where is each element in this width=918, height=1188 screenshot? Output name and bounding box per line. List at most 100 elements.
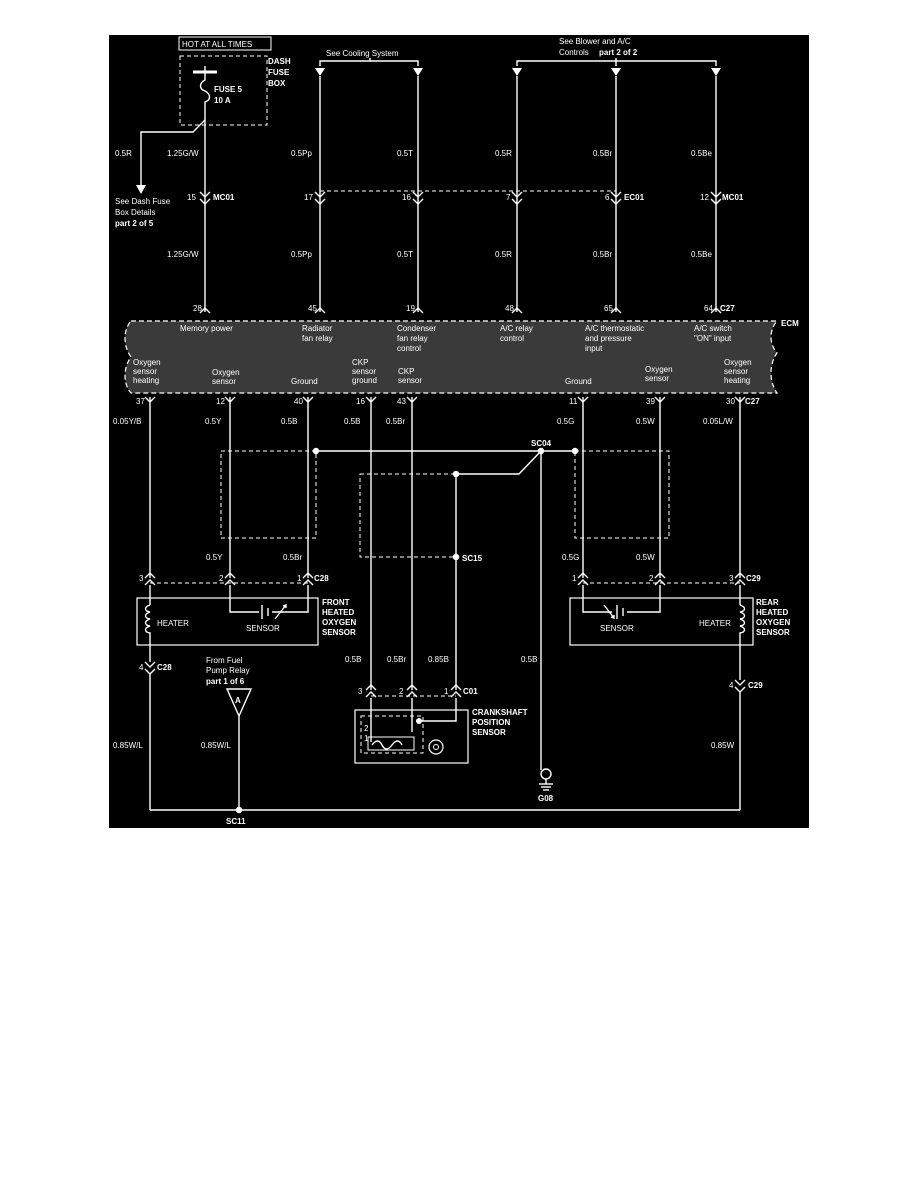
connector-ec01: EC01 <box>624 193 645 202</box>
label-condenser-control: control <box>397 344 421 353</box>
label-and-pressure: and pressure <box>585 334 632 343</box>
blower-reference-2: Controls <box>559 48 589 57</box>
label-o2-rear-1: Oxygen <box>645 365 673 374</box>
rear-title-3: OXYGEN <box>756 618 790 627</box>
label-ac-relay: A/C relay <box>500 324 533 333</box>
connector-c28-bottom: C28 <box>157 663 172 672</box>
c01-pin-2: 2 <box>399 687 404 696</box>
color-rear-sensor-g: 0.5G <box>562 553 579 562</box>
fuse-branch-color: 0.5R <box>115 149 132 158</box>
mid-pin-6: 6 <box>605 193 610 202</box>
rear-sensor-body <box>569 597 754 646</box>
ecm-pin-48: 48 <box>505 304 514 313</box>
dash-details-part: part 2 of 5 <box>115 219 154 228</box>
bottom-wires <box>149 674 741 811</box>
color-o2-rear: 0.5W <box>636 417 655 426</box>
relay-reference-2: Pump Relay <box>206 666 250 675</box>
ecm-pin-11: 11 <box>569 397 578 406</box>
blower-reference-1: See Blower and A/C <box>559 37 631 46</box>
front-title-3: OXYGEN <box>322 618 356 627</box>
mid-connector-icons <box>314 191 722 205</box>
label-memory-power: Memory power <box>180 324 233 333</box>
color-right-return: 0.85W <box>711 741 735 750</box>
ckp-color-085b: 0.85B <box>428 655 449 664</box>
relay-reference-letter: A <box>235 696 241 705</box>
c29-pin-2: 2 <box>649 574 654 583</box>
label-ckp-ground-2: sensor <box>352 367 376 376</box>
c28-c29-pin-icons <box>144 572 746 586</box>
label-o2-heating-front-3: heating <box>133 376 159 385</box>
c28-pin-2: 2 <box>219 574 224 583</box>
label-ac-relay-control: control <box>500 334 524 343</box>
lower-color-be: 0.5Be <box>691 250 712 259</box>
splice-dot-sc15 <box>452 553 460 561</box>
label-condenser: Condenser <box>397 324 436 333</box>
color-heating-front: 0.05Y/B <box>113 417 141 426</box>
label-on-input: "ON" input <box>694 334 732 343</box>
mid-pin-7: 7 <box>506 193 511 202</box>
ecm-connector-c27-bottom: C27 <box>745 397 760 406</box>
color-rear-sensor-w: 0.5W <box>636 553 655 562</box>
upper-wire-labels: 0.5Pp 0.5T 0.5R 0.5Br 0.5Be 17 16 7 6 12… <box>291 149 744 259</box>
ckp-title-3: SENSOR <box>472 728 506 737</box>
label-o2-heating-rear-1: Oxygen <box>724 358 752 367</box>
ecm-pin-39: 39 <box>646 397 655 406</box>
blower-reference-part: part 2 of 2 <box>599 48 638 57</box>
splice-sc11: SC11 <box>226 817 246 826</box>
splice-dot-shield <box>452 470 460 478</box>
ecm-top-pins: 28 45 19 48 65 64 C27 <box>193 304 735 314</box>
upper-color-pp: 0.5Pp <box>291 149 312 158</box>
connector-mc01-left-icon <box>199 191 211 205</box>
hot-at-all-times-label: HOT AT ALL TIMES <box>182 40 252 49</box>
front-heated-oxygen-sensor: HEATER SENSOR FRONT HEATED OXYGEN SENSOR <box>136 585 356 662</box>
ecm-pin-65: 65 <box>604 304 613 313</box>
dash-fuse-box: HOT AT ALL TIMES FUSE 5 10 A DASH FUSE B… <box>178 36 291 126</box>
ecm-pin-30: 30 <box>726 397 735 406</box>
ckp-title-2: POSITION <box>472 718 510 727</box>
fuse-label: FUSE <box>268 68 290 77</box>
branch-arrow-icon <box>136 185 146 194</box>
mid-pin-17: 17 <box>304 193 313 202</box>
label-o2-heating-front-1: Oxygen <box>133 358 161 367</box>
connector-mc01-left: MC01 <box>213 193 235 202</box>
ckp-color-b: 0.5B <box>345 655 361 664</box>
dash-label: DASH <box>268 57 291 66</box>
fuse-symbol <box>199 72 211 114</box>
label-radiator: Radiator <box>302 324 333 333</box>
ckp-magnet-icon <box>428 739 444 755</box>
splice-dot-sc11 <box>235 806 243 814</box>
color-o2-front: 0.5Y <box>205 417 222 426</box>
label-o2-heating-front-2: sensor <box>133 367 157 376</box>
rear-heated-oxygen-sensor: HEATER SENSOR REAR HEATED OXYGEN SENSOR <box>569 585 790 680</box>
ecm-pin-19: 19 <box>406 304 415 313</box>
relay-reference-1: From Fuel <box>206 656 243 665</box>
fuse-name: FUSE 5 <box>214 85 243 94</box>
ecm-pin-12: 12 <box>216 397 225 406</box>
ckp-title-1: CRANKSHAFT <box>472 708 528 717</box>
ground-wire-color: 0.5B <box>521 655 537 664</box>
rear-heater-coil-icon <box>739 604 746 639</box>
color-left-return: 0.85W/L <box>113 741 143 750</box>
ckp-coil-frame <box>367 736 415 751</box>
cooling-reference: See Cooling System <box>326 49 399 58</box>
ground-g08: G08 <box>538 768 554 803</box>
upper-color-br: 0.5Br <box>593 149 612 158</box>
c01-pin-icons <box>365 684 462 698</box>
upper-color-r: 0.5R <box>495 149 512 158</box>
label-o2-heating-rear-3: heating <box>724 376 750 385</box>
front-heater-label: HEATER <box>157 619 189 628</box>
front-heater-coil-icon <box>144 604 151 639</box>
color-front-sensor-br: 0.5Br <box>283 553 302 562</box>
ecm-connector-c27-top: C27 <box>720 304 735 313</box>
dash-details-line-1: See Dash Fuse <box>115 197 171 206</box>
rear-title-2: HEATED <box>756 608 789 617</box>
ecm-pin-64: 64 <box>704 304 713 313</box>
hot-at-all-times-box <box>178 36 272 51</box>
label-ground-rear: Ground <box>565 377 592 386</box>
ecm-top-labels: Memory power Radiator fan relay Condense… <box>180 324 732 353</box>
label-ac-thermostatic: A/C thermostatic <box>585 324 644 333</box>
lower-color-pp: 0.5Pp <box>291 250 312 259</box>
splice-dot-front <box>312 447 320 455</box>
ckp-color-br: 0.5Br <box>387 655 406 664</box>
